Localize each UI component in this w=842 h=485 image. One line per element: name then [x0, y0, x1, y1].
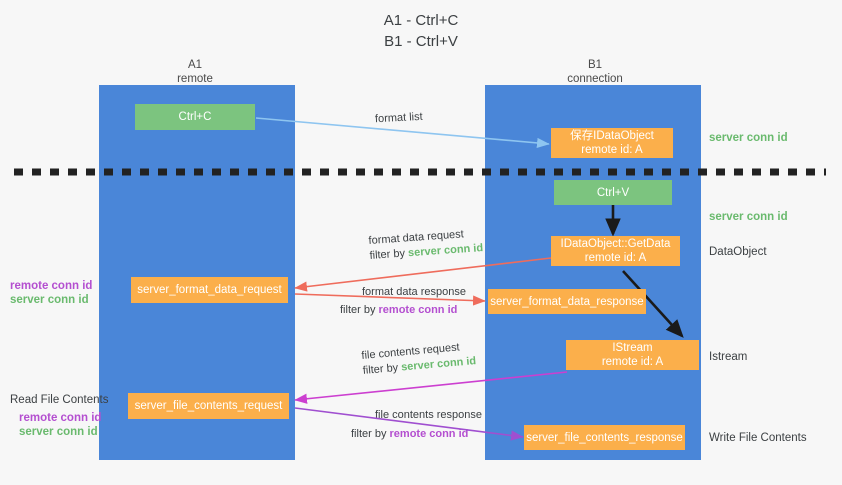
node-istream[interactable]: IStream remote id: A	[566, 340, 699, 370]
edge-label-format-data-response: format data response filter by remote co…	[340, 285, 466, 318]
edge-filter-term-remote-conn-id: remote conn id	[378, 304, 458, 316]
page-title: A1 - Ctrl+C B1 - Ctrl+V	[383, 12, 459, 50]
node-idataobject-getdata[interactable]: IDataObject::GetData remote id: A	[551, 236, 680, 266]
node-server-file-contents-request[interactable]: server_file_contents_request	[128, 393, 289, 419]
edge-label-format-list-text: format list	[374, 110, 423, 126]
node-server-format-data-response[interactable]: server_format_data_response	[488, 289, 646, 314]
annotation-server-conn-id-1: server conn id	[10, 294, 89, 306]
annotation-remote-conn-id-1: remote conn id	[10, 280, 93, 292]
edge-filter-prefix: filter by	[369, 247, 409, 262]
annotation-server-conn-id-mid: server conn id	[709, 211, 788, 223]
annotation-server-conn-id-2: server conn id	[19, 426, 98, 438]
edge-label-file-contents-response-text: file contents response	[375, 409, 483, 421]
edge-filter-prefix: filter by	[362, 361, 402, 377]
edge-filter-term-remote-conn-id: remote conn id	[389, 428, 469, 440]
edge-label-format-data-request: format data request filter by server con…	[368, 226, 484, 264]
column-header-b1: B1 connection	[567, 59, 623, 85]
annotation-server-conn-id-top: server conn id	[709, 132, 788, 144]
annotation-dataobject: DataObject	[709, 246, 767, 258]
node-save-idataobject[interactable]: 保存IDataObject remote id: A	[551, 128, 673, 158]
edge-label-file-contents-response: file contents response filter by remote …	[351, 408, 483, 442]
edge-filter-prefix: filter by	[340, 304, 379, 316]
node-ctrl-v[interactable]: Ctrl+V	[554, 180, 672, 205]
edge-filter-prefix: filter by	[351, 428, 390, 440]
node-ctrl-c[interactable]: Ctrl+C	[135, 104, 255, 130]
edge-label-format-data-response-text: format data response	[362, 286, 466, 298]
column-header-a1: A1 remote	[177, 59, 213, 85]
annotation-istream: Istream	[709, 351, 748, 363]
edge-filter-term-server-conn-id: server conn id	[407, 242, 484, 260]
node-server-file-contents-response[interactable]: server_file_contents_response	[524, 425, 685, 450]
annotation-remote-conn-id-2: remote conn id	[19, 412, 102, 424]
edge-label-format-list: format list	[375, 110, 423, 127]
node-server-format-data-request[interactable]: server_format_data_request	[131, 277, 288, 303]
annotation-write-file-contents: Write File Contents	[709, 432, 807, 444]
edge-label-file-contents-request: file contents request filter by server c…	[361, 339, 477, 379]
annotation-read-file-contents: Read File Contents	[10, 394, 109, 406]
